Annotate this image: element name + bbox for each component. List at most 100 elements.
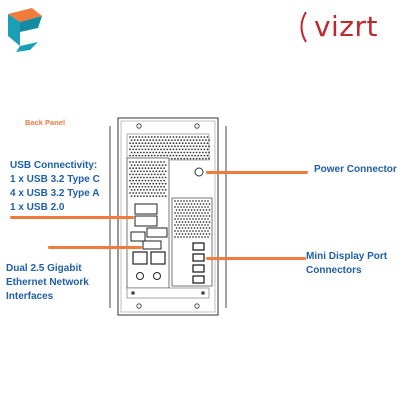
vent-hole xyxy=(139,195,142,198)
vent-hole xyxy=(199,203,202,205)
brand-arc-left xyxy=(300,11,307,43)
vent-hole xyxy=(205,227,208,229)
vent-hole xyxy=(136,182,139,185)
vent-hole xyxy=(139,170,142,173)
vent-hole xyxy=(139,182,142,185)
vent-hole xyxy=(157,154,159,157)
vent-hole xyxy=(204,200,206,202)
vent-hole xyxy=(164,170,167,173)
vent-hole xyxy=(144,192,147,194)
vent-hole xyxy=(192,212,194,214)
vent-hole xyxy=(153,154,156,157)
vent-hole xyxy=(163,154,166,157)
vent-hole xyxy=(149,189,152,191)
vent-hole xyxy=(186,206,188,208)
vent-hole xyxy=(188,136,190,138)
vent-hole xyxy=(135,179,138,182)
vent-hole xyxy=(196,203,199,205)
vent-hole xyxy=(189,157,192,160)
vent-hole xyxy=(141,161,144,163)
vent-hole xyxy=(153,136,156,138)
vent-hole xyxy=(177,230,179,232)
vent-hole xyxy=(135,154,138,157)
vent-hole xyxy=(174,139,176,142)
vent-hole xyxy=(129,154,131,157)
vent-hole xyxy=(152,164,155,167)
vent-hole xyxy=(150,185,153,188)
vent-hole xyxy=(147,173,150,176)
company-logo-icon xyxy=(8,8,42,52)
vent-hole xyxy=(189,206,191,208)
vent-hole xyxy=(146,182,148,185)
vent-hole xyxy=(153,192,156,194)
vent-hole xyxy=(163,192,166,194)
power-connector-text: Power Connector xyxy=(314,164,397,175)
vent-hole xyxy=(181,215,184,217)
vent-hole xyxy=(164,164,167,167)
vent-hole xyxy=(198,151,201,154)
vent-hole xyxy=(164,189,167,191)
vent-hole xyxy=(194,154,197,157)
vent-hole xyxy=(135,148,138,151)
vent-hole xyxy=(181,148,184,151)
vent-hole xyxy=(144,154,147,157)
vent-hole xyxy=(175,154,178,157)
vent-hole xyxy=(169,148,172,151)
vent-hole xyxy=(169,154,172,157)
vent-hole xyxy=(200,148,203,151)
vent-hole xyxy=(147,192,150,194)
vent-hole xyxy=(174,200,176,202)
vent-hole xyxy=(157,167,159,170)
vent-hole xyxy=(190,215,193,217)
vent-hole xyxy=(161,139,164,142)
vent-hole xyxy=(153,161,156,163)
vent-hole xyxy=(149,182,152,185)
vent-hole xyxy=(202,203,205,205)
vent-hole xyxy=(146,195,148,198)
vent-hole xyxy=(208,151,210,154)
vent-hole xyxy=(157,148,159,151)
vent-hole xyxy=(144,136,147,138)
vent-hole xyxy=(178,215,181,217)
vent-hole xyxy=(201,212,203,214)
vent-hole xyxy=(174,145,176,148)
vent-hole xyxy=(208,215,211,217)
vent-hole xyxy=(188,142,190,145)
vent-hole xyxy=(191,136,193,138)
vent-hole xyxy=(198,236,200,238)
vent-hole xyxy=(181,227,184,229)
vent-hole xyxy=(169,136,172,138)
vent-hole xyxy=(161,151,164,154)
vent-hole xyxy=(138,148,141,151)
vent-hole xyxy=(158,182,161,185)
vent-hole xyxy=(189,145,192,148)
vent-hole xyxy=(175,233,178,235)
vent-hole xyxy=(135,167,138,170)
vent-hole xyxy=(146,164,148,167)
vent-hole xyxy=(201,206,203,208)
vent-hole xyxy=(178,148,181,151)
vent-hole xyxy=(149,176,152,179)
vent-hole xyxy=(207,206,209,208)
vent-hole xyxy=(201,157,204,160)
vent-hole xyxy=(158,151,161,154)
vent-hole xyxy=(138,173,141,176)
vent-hole xyxy=(144,185,147,188)
vent-hole xyxy=(143,182,145,185)
vent-hole xyxy=(155,195,158,198)
vent-hole xyxy=(184,148,187,151)
vent-hole xyxy=(197,148,200,151)
vent-hole xyxy=(201,236,203,238)
vent-hole xyxy=(152,182,155,185)
vent-hole xyxy=(199,233,202,235)
vent-hole xyxy=(144,148,147,151)
vent-hole xyxy=(158,195,161,198)
vent-hole xyxy=(160,154,162,157)
vent-hole xyxy=(196,215,199,217)
brand-wordmark: vizrt xyxy=(314,10,378,43)
vent-hole xyxy=(161,170,164,173)
usb-pointer-bar xyxy=(10,216,134,219)
vent-hole xyxy=(149,139,152,142)
vent-hole xyxy=(199,227,202,229)
vent-hole xyxy=(198,145,201,148)
